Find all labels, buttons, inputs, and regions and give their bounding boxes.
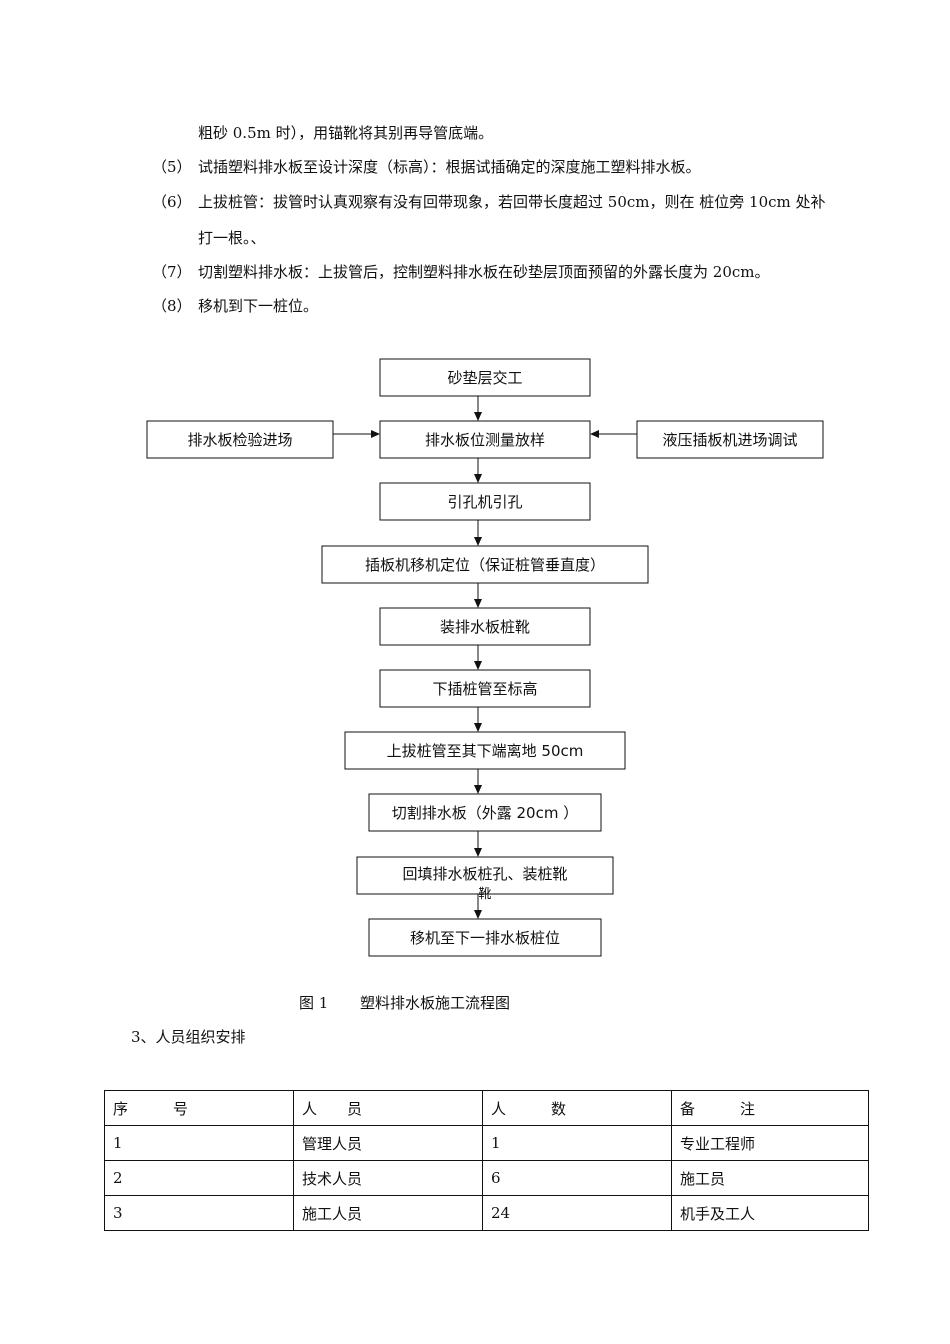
- flow-step-6: 下插桩管至标高: [379, 669, 591, 708]
- flow-step-9: 回填排水板桩孔、装桩靴 靴: [356, 856, 614, 902]
- svg-text:液压插板机进场调试: 液压插板机进场调试: [662, 431, 797, 449]
- flow-step-10: 移机至下一排水板桩位: [368, 918, 602, 957]
- table-row: 3 施工人员 24 机手及工人: [104, 1195, 869, 1231]
- table-header-row: 序 号 人 员 人 数 备 注: [104, 1090, 869, 1126]
- table-header-cell: 序 号: [104, 1090, 294, 1126]
- table-cell: 1: [104, 1125, 294, 1161]
- svg-text:切割排水板（外露 20cm ）: 切割排水板（外露 20cm ）: [392, 804, 578, 822]
- svg-text:引孔机引孔: 引孔机引孔: [447, 493, 522, 511]
- step-8-text: 移机到下一桩位。: [198, 297, 319, 315]
- table-header-cell: 人 员: [293, 1090, 483, 1126]
- table-header-cell: 备 注: [671, 1090, 869, 1126]
- svg-text:排水板检验进场: 排水板检验进场: [187, 431, 292, 449]
- table-header-cell: 人 数: [482, 1090, 672, 1126]
- flow-arrows: [333, 396, 637, 919]
- svg-text:下插桩管至标高: 下插桩管至标高: [432, 680, 537, 698]
- step-8-number: （8）: [152, 297, 192, 315]
- table-cell: 24: [482, 1195, 672, 1231]
- figure-label: 图 1: [299, 994, 329, 1012]
- step-6-text: 上拔桩管：拔管时认真观察有没有回带现象，若回带长度超过 50cm，则在 桩位旁 …: [198, 193, 826, 211]
- svg-text:砂垫层交工: 砂垫层交工: [447, 369, 522, 387]
- flow-input-left: 排水板检验进场: [146, 420, 334, 459]
- table-cell: 专业工程师: [671, 1125, 869, 1161]
- flow-input-right: 液压插板机进场调试: [636, 420, 824, 459]
- table-cell: 技术人员: [293, 1160, 483, 1196]
- table-cell: 1: [482, 1125, 672, 1161]
- svg-text:移机至下一排水板桩位: 移机至下一排水板桩位: [410, 929, 560, 947]
- paragraph-continuation: 粗砂 0.5m 时），用锚靴将其别再导管底端。: [198, 124, 494, 142]
- flow-step-3: 引孔机引孔: [379, 482, 591, 521]
- construction-flowchart: 砂垫层交工 排水板位测量放样 排水板检验进场 液压插板机进场调试 引孔机引孔 插…: [146, 358, 824, 957]
- flow-step-2: 排水板位测量放样: [379, 420, 591, 459]
- step-5-number: （5）: [152, 158, 192, 176]
- table-cell: 机手及工人: [671, 1195, 869, 1231]
- section-heading: 3、人员组织安排: [131, 1028, 246, 1046]
- step-6-number: （6）: [152, 193, 192, 211]
- flow-step-5: 装排水板桩靴: [379, 607, 591, 646]
- svg-text:靴: 靴: [478, 887, 491, 902]
- table-cell: 2: [104, 1160, 294, 1196]
- svg-text:装排水板桩靴: 装排水板桩靴: [440, 618, 530, 636]
- flow-step-7: 上拔桩管至其下端离地 50cm: [344, 731, 626, 770]
- step-6-text-continued: 打一根。、: [198, 229, 266, 247]
- step-7-text: 切割塑料排水板：上拔管后，控制塑料排水板在砂垫层顶面预留的外露长度为 20cm。: [198, 263, 770, 281]
- table-cell: 6: [482, 1160, 672, 1196]
- table-cell: 3: [104, 1195, 294, 1231]
- table-row: 1 管理人员 1 专业工程师: [104, 1125, 869, 1161]
- step-5-text: 试插塑料排水板至设计深度（标高）：根据试插确定的深度施工塑料排水板。: [198, 158, 701, 176]
- flow-step-8: 切割排水板（外露 20cm ）: [368, 793, 602, 832]
- svg-text:排水板位测量放样: 排水板位测量放样: [425, 431, 545, 449]
- figure-title: 塑料排水板施工流程图: [360, 994, 511, 1012]
- svg-text:回填排水板桩孔、装桩靴: 回填排水板桩孔、装桩靴: [402, 865, 567, 883]
- flow-step-4: 插板机移机定位（保证桩管垂直度）: [321, 545, 649, 584]
- flow-step-1: 砂垫层交工: [379, 358, 591, 397]
- table-cell: 管理人员: [293, 1125, 483, 1161]
- table-cell: 施工人员: [293, 1195, 483, 1231]
- svg-text:插板机移机定位（保证桩管垂直度）: 插板机移机定位（保证桩管垂直度）: [365, 556, 605, 574]
- table-cell: 施工员: [671, 1160, 869, 1196]
- table-row: 2 技术人员 6 施工员: [104, 1160, 869, 1196]
- step-7-number: （7）: [152, 263, 192, 281]
- svg-text:上拔桩管至其下端离地 50cm: 上拔桩管至其下端离地 50cm: [387, 742, 584, 760]
- staff-table: 序 号 人 员 人 数 备 注 1 管理人员 1 专业工程师 2 技术人员 6 …: [104, 1090, 869, 1231]
